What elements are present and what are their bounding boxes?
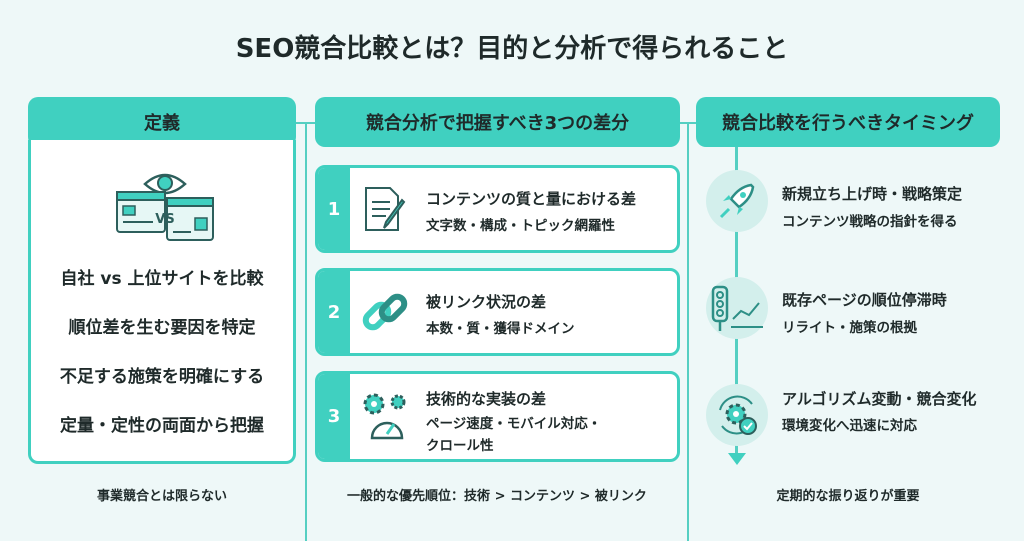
timing-detail: リライト・施策の根拠 <box>782 320 917 336</box>
vs-label: VS <box>155 212 174 227</box>
difference-card: 1 コンテンツの質と量における差 文字数・構成・トピック網羅性 <box>315 165 680 253</box>
definition-item: 順位差を生む要因を特定 <box>68 318 256 338</box>
card-title: 被リンク状況の差 <box>426 293 547 311</box>
timing-title: 既存ページの順位停滞時 <box>782 291 947 309</box>
connector-line <box>680 122 696 124</box>
differences-header: 競合分析で把握すべき3つの差分 <box>315 97 680 147</box>
timing-title: アルゴリズム変動・競合変化 <box>782 390 977 408</box>
definition-header: 定義 <box>28 97 296 147</box>
connector-line <box>296 122 315 124</box>
timing-detail: コンテンツ戦略の指針を得る <box>782 214 958 230</box>
card-number: 3 <box>318 374 350 459</box>
timing-header: 競合比較を行うべきタイミング <box>696 97 1000 147</box>
card-number: 2 <box>318 271 350 353</box>
card-title: コンテンツの質と量における差 <box>426 190 637 208</box>
traffic-light-chart-icon <box>706 277 768 339</box>
definition-item: 不足する施策を明確にする <box>59 367 265 387</box>
difference-card: 3 技術的な実装の差 ページ速度・モバイル対応・ クロール性 <box>315 371 680 462</box>
divider-line <box>305 122 307 541</box>
gears-gauge-icon <box>363 393 406 439</box>
definition-panel: VS 自社 vs 上位サイトを比較 順位差を生む要因を特定 不足する施策を明確に… <box>28 140 296 464</box>
card-detail: クロール性 <box>426 438 494 454</box>
difference-card: 2 被リンク状況の差 本数・質・獲得ドメイン <box>315 268 680 356</box>
timing-title: 新規立ち上げ時・戦略策定 <box>782 185 963 203</box>
divider-line <box>687 122 689 541</box>
gear-cycle-check-icon <box>706 384 768 446</box>
card-number: 1 <box>318 168 350 250</box>
rocket-icon <box>706 170 768 232</box>
timeline-arrow-icon <box>728 453 746 465</box>
timing-detail: 環境変化へ迅速に対応 <box>782 418 917 434</box>
compare-sites-eye-icon: VS <box>116 173 214 241</box>
card-detail: 本数・質・獲得ドメイン <box>426 321 575 337</box>
card-detail: ページ速度・モバイル対応・ <box>426 416 602 432</box>
card-detail: 文字数・構成・トピック網羅性 <box>426 218 615 234</box>
page-title: SEO競合比較とは？目的と分析で得られること <box>235 34 789 64</box>
definition-footer: 事業競合とは限らない <box>96 489 227 504</box>
card-title: 技術的な実装の差 <box>426 390 547 408</box>
definition-item: 自社 vs 上位サイトを比較 <box>60 269 264 289</box>
document-pencil-icon <box>365 187 406 231</box>
definition-item: 定量・定性の両面から把握 <box>60 416 264 436</box>
link-icon <box>362 293 408 331</box>
timing-footer: 定期的な振り返りが重要 <box>776 489 920 504</box>
differences-footer: 一般的な優先順位：技術 > コンテンツ > 被リンク <box>347 489 647 504</box>
